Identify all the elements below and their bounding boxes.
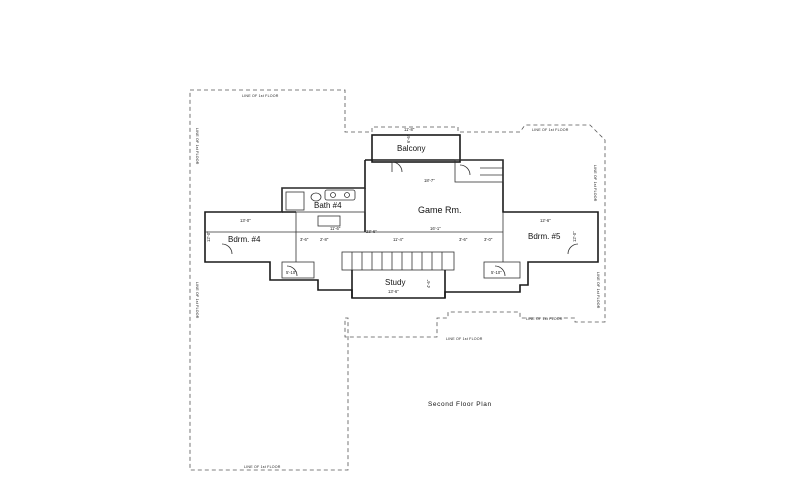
dim-hall-6: 3'-0" bbox=[484, 237, 493, 242]
dim-bdrm4-width: 13'-0" bbox=[240, 218, 251, 223]
first-floor-outline bbox=[189, 89, 606, 471]
dim-game-width: 18'-7" bbox=[424, 178, 435, 183]
dim-bdrm5-width: 12'-6" bbox=[540, 218, 551, 223]
dim-hall-4: 2'-8" bbox=[320, 237, 329, 242]
bath-fixtures bbox=[285, 189, 356, 227]
dim-balcony-depth: 6'-6" bbox=[406, 134, 411, 143]
dim-hall-1: 23'-6" bbox=[366, 229, 377, 234]
note-line-of-1st-floor-left-upper: LINE OF 1st FLOOR bbox=[195, 128, 199, 165]
dim-bdrm4-depth: 12'-0" bbox=[206, 231, 211, 242]
room-label-study: Study bbox=[385, 278, 405, 287]
dim-closet-4: 5'-10" bbox=[286, 270, 297, 275]
plan-title: Second Floor Plan bbox=[428, 401, 492, 408]
room-label-balcony: Balcony bbox=[397, 144, 425, 153]
dim-closet-5: 5'-10" bbox=[491, 270, 502, 275]
door-swings bbox=[221, 161, 579, 277]
room-labels: Balcony Game Rm. Bath #4 Bdrm. #4 Bdrm. … bbox=[228, 144, 561, 287]
dim-hall-2: 11'-4" bbox=[393, 237, 404, 242]
dim-hall-3: 3'-6" bbox=[300, 237, 309, 242]
room-label-game-room: Game Rm. bbox=[418, 205, 462, 215]
dim-hall-5: 3'-6" bbox=[459, 237, 468, 242]
dim-bdrm5-depth: 12'-0" bbox=[572, 231, 577, 242]
note-line-of-1st-floor-top: LINE OF 1st FLOOR bbox=[242, 94, 279, 98]
dim-balcony-width: 11'-8" bbox=[404, 127, 415, 132]
note-line-of-1st-floor-top-right: LINE OF 1st FLOOR bbox=[532, 128, 569, 132]
room-label-bdrm-4: Bdrm. #4 bbox=[228, 235, 261, 244]
first-floor-notes: LINE OF 1st FLOOR LINE OF 1st FLOOR LINE… bbox=[195, 94, 600, 469]
dim-bath-width: 11'-6" bbox=[330, 226, 341, 231]
note-line-of-1st-floor-right-upper: LINE OF 1st FLOOR bbox=[593, 165, 597, 202]
note-line-of-1st-floor-bottom: LINE OF 1st FLOOR bbox=[244, 465, 281, 469]
second-floor-walls bbox=[204, 134, 599, 299]
dimension-labels: 11'-8" 18'-7" 16'-1" 13'-0" 12'-6" 13'-6… bbox=[206, 127, 577, 294]
dim-game-depth: 16'-1" bbox=[430, 226, 441, 231]
note-line-of-1st-floor-bottom-right: LINE OF 1st FLOOR bbox=[526, 317, 563, 321]
room-label-bdrm-5: Bdrm. #5 bbox=[528, 232, 561, 241]
dim-study-depth: 4'-6" bbox=[426, 279, 431, 288]
room-label-bath: Bath #4 bbox=[314, 201, 342, 210]
note-line-of-1st-floor-bottom-center: LINE OF 1st FLOOR bbox=[446, 337, 483, 341]
note-line-of-1st-floor-left-lower: LINE OF 1st FLOOR bbox=[195, 282, 199, 319]
note-line-of-1st-floor-right-lower: LINE OF 1st FLOOR bbox=[596, 272, 600, 309]
dim-study-width: 13'-6" bbox=[388, 289, 399, 294]
